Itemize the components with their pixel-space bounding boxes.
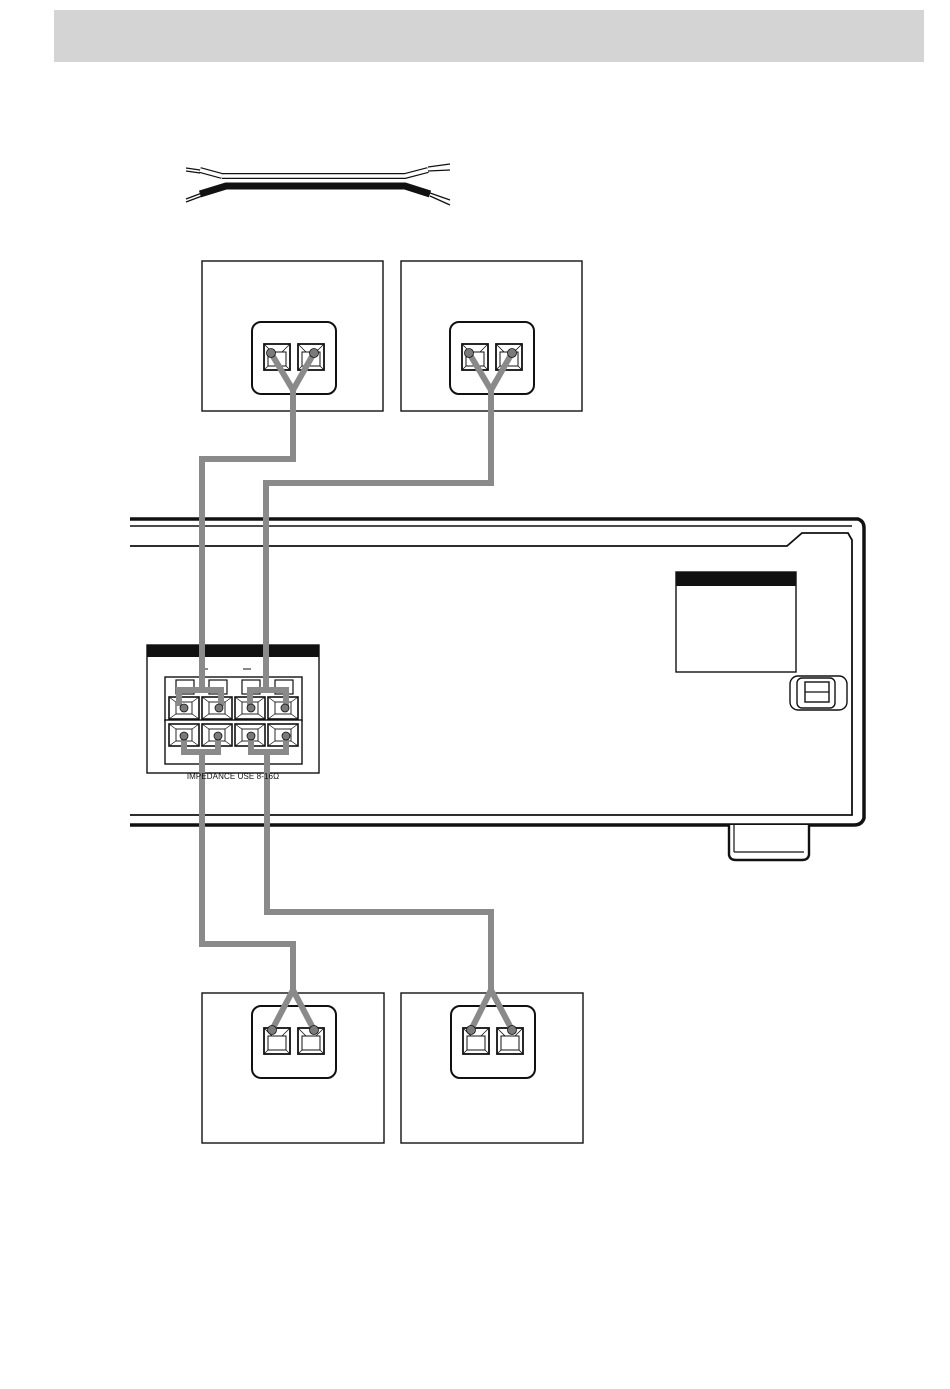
speaker-bottom-left xyxy=(202,993,384,1143)
speaker-terminal-block xyxy=(147,645,319,773)
speaker-bottom-right xyxy=(401,993,583,1143)
impedance-label: IMPEDANCE USE 8-16Ω xyxy=(146,772,320,781)
speaker-cord-illustration xyxy=(186,164,450,205)
